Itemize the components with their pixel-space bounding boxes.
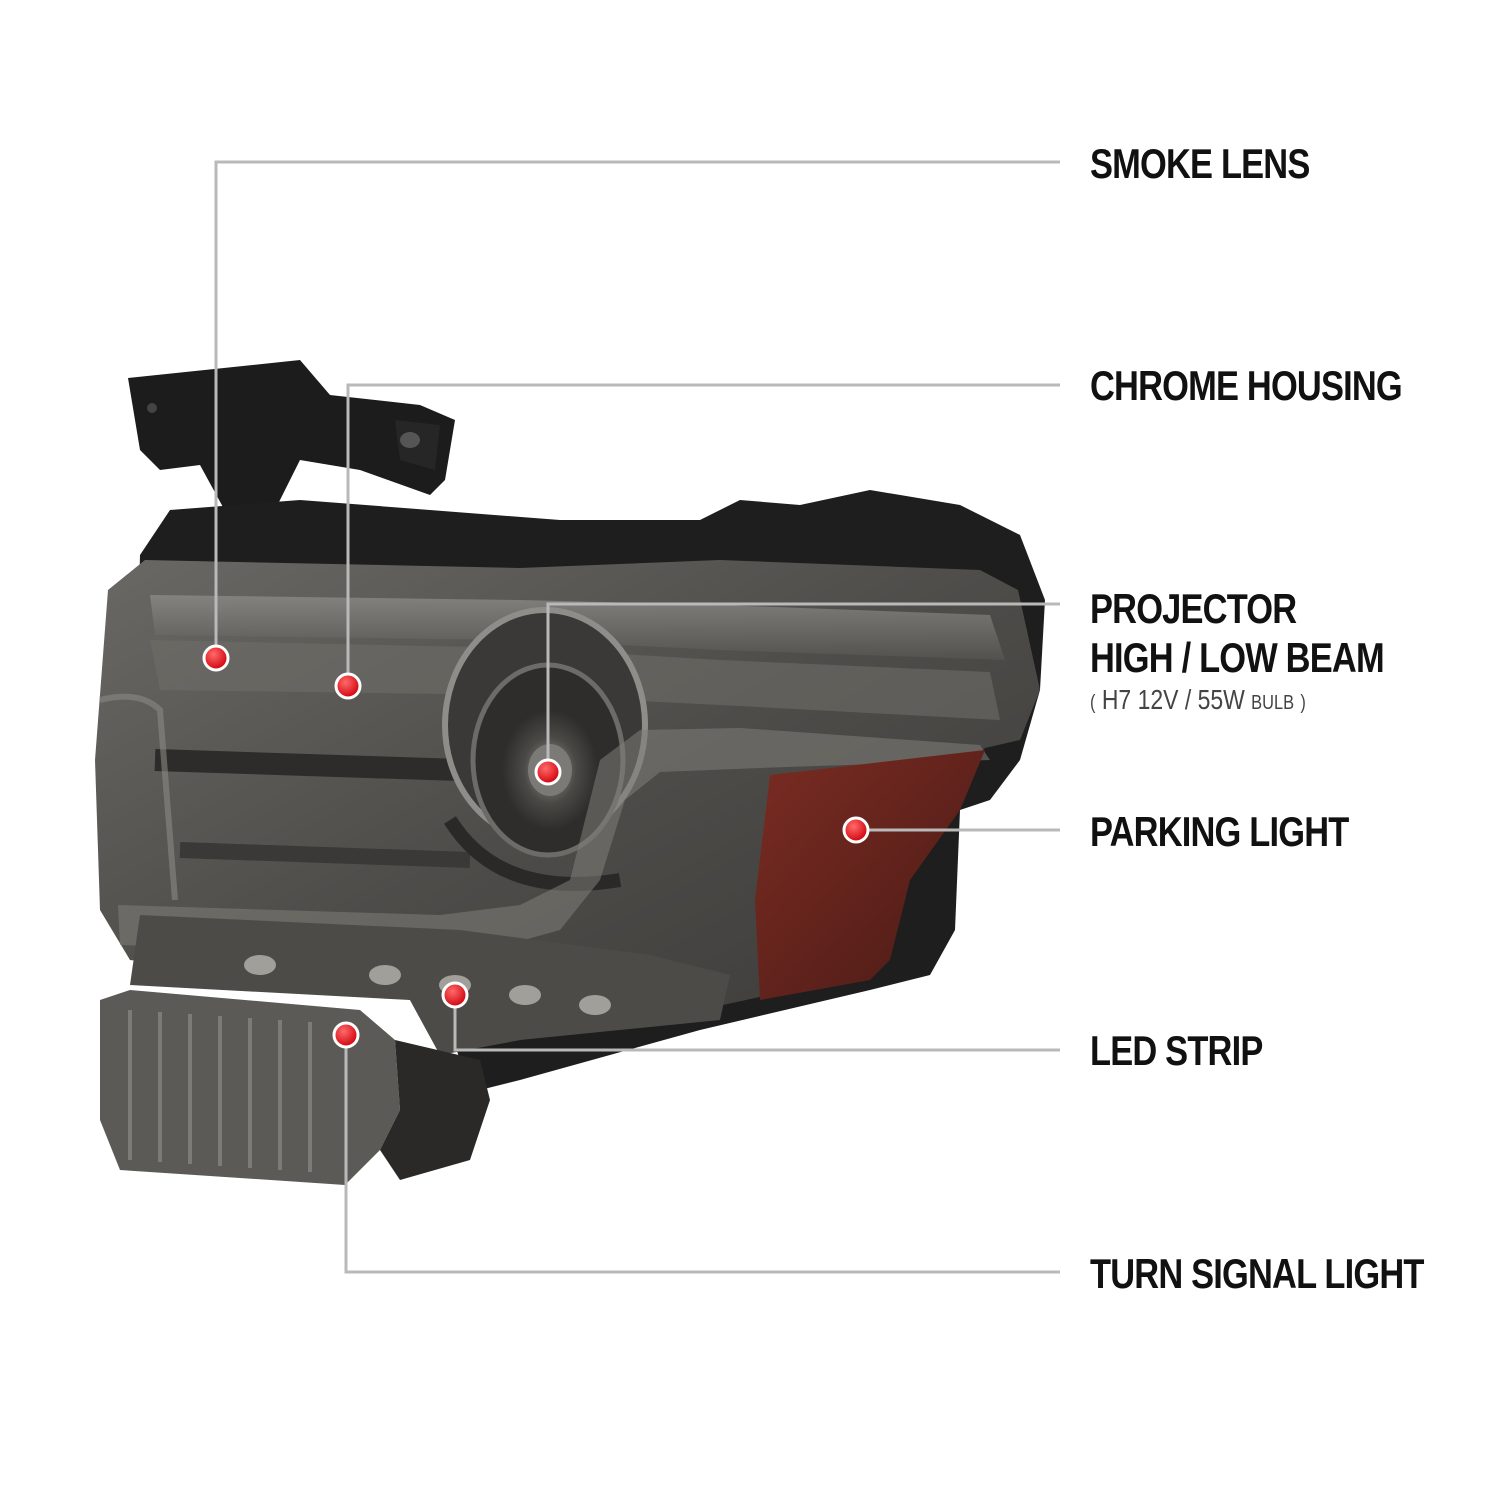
- label-smoke-lens: SMOKE LENS: [1090, 140, 1310, 187]
- leader-lines: [214, 160, 1060, 1274]
- leader-line-chrome-housing: [346, 383, 1060, 686]
- led-strip-region: [130, 915, 730, 1055]
- label-turn-signal-light: TURN SIGNAL LIGHT: [1090, 1250, 1424, 1297]
- marker-turn-signal: [332, 1021, 360, 1049]
- label-projector-spec: ( H7 12V / 55W BULB ): [1090, 684, 1306, 715]
- marker-led-strip: [441, 981, 469, 1009]
- marker-parking-light: [842, 816, 870, 844]
- label-projector-line1: PROJECTOR: [1090, 585, 1297, 632]
- parking-light-lens: [755, 750, 985, 1000]
- label-projector-line2: HIGH / LOW BEAM: [1090, 634, 1385, 681]
- marker-projector: [534, 758, 562, 786]
- leader-line-led-strip: [453, 995, 1060, 1052]
- mounting-bracket: [128, 360, 455, 520]
- label-led-strip: LED STRIP: [1090, 1027, 1263, 1074]
- leader-line-projector: [546, 602, 1060, 772]
- label-chrome-housing: CHROME HOUSING: [1090, 362, 1403, 409]
- leader-line-turn-signal: [344, 1035, 1060, 1274]
- marker-chrome-housing: [334, 672, 362, 700]
- label-parking-light: PARKING LIGHT: [1090, 808, 1349, 855]
- leader-line-smoke-lens: [214, 160, 1060, 658]
- marker-smoke-lens: [202, 644, 230, 672]
